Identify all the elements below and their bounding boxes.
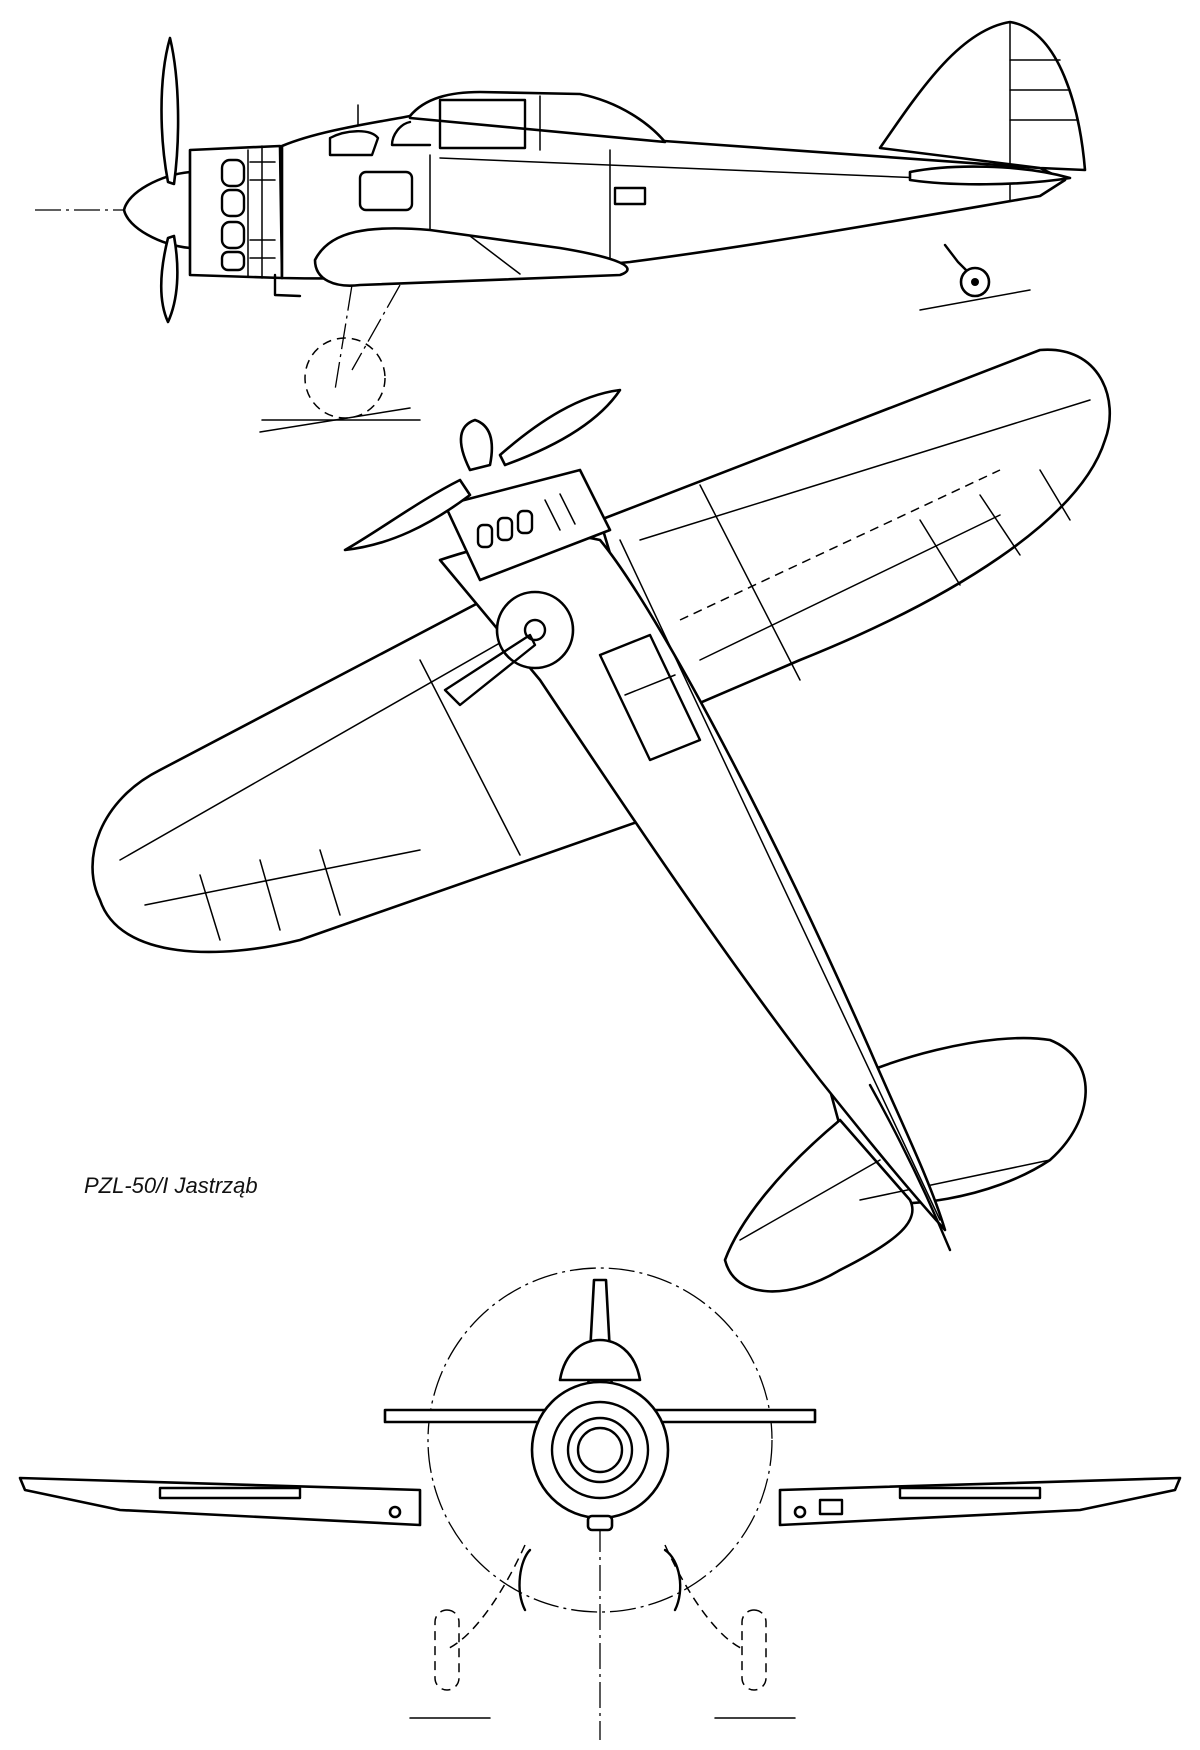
side-tailwheel-strut: [943, 243, 970, 274]
plan-cowling-port: [516, 509, 534, 535]
side-cowling-port: [220, 188, 246, 218]
side-propeller-upper-blade: [160, 36, 180, 186]
plan-right-wing-spar: [639, 399, 1091, 541]
side-canopy-window: [438, 98, 527, 150]
plan-left-wing-rib: [199, 874, 221, 941]
plan-left-wing-spar: [119, 619, 541, 861]
front-left-wing: [18, 1476, 422, 1527]
plan-gear-leg: [443, 633, 537, 707]
side-ground-line-tilted: [259, 407, 411, 433]
front-propeller-disc: [427, 1267, 773, 1613]
plan-exhaust-stack: [544, 499, 561, 531]
side-cowling-port: [220, 158, 246, 188]
plan-left-wing-rib: [319, 849, 341, 916]
plan-fuselage: [438, 534, 947, 1232]
front-left-aileron: [158, 1486, 302, 1500]
front-cowling-inner-ring: [550, 1400, 650, 1500]
plan-wheel-hub: [523, 618, 547, 642]
side-view: [35, 20, 1087, 433]
side-cowling-port: [220, 250, 246, 272]
side-vertical-fin: [878, 20, 1087, 172]
side-main-gear-centerline-2: [351, 284, 401, 371]
side-cowling-port: [220, 220, 246, 250]
front-oil-cooler: [586, 1514, 614, 1532]
plan-right-wing-rib: [1039, 469, 1071, 521]
plan-cockpit: [598, 633, 702, 762]
side-main-wheel-outline: [304, 337, 386, 419]
side-tailwheel-hub: [971, 278, 979, 286]
plan-right-wing: [598, 348, 1112, 722]
front-right-main-wheel: [741, 1609, 767, 1691]
front-spinner-outer: [566, 1416, 634, 1484]
side-oil-cooler: [273, 273, 302, 298]
front-left-retraction-arc: [444, 1544, 526, 1651]
side-windscreen: [390, 120, 432, 147]
plan-elevator-hinge: [859, 1159, 1051, 1201]
plan-left-tailplane: [723, 1118, 914, 1293]
front-left-wing-light: [388, 1505, 402, 1519]
plan-cockpit-frame: [624, 674, 676, 696]
front-left-gear-arrow: [518, 1548, 532, 1612]
front-canopy: [558, 1338, 642, 1382]
plan-cowling-port: [476, 523, 494, 549]
side-tailwheel-ground-line: [919, 289, 1031, 311]
side-small-hatch: [613, 186, 647, 206]
side-spinner: [122, 170, 192, 250]
caption: PZL-50/I Jastrząb: [84, 1173, 258, 1198]
plan-right-wing-rib: [919, 519, 961, 586]
plan-spinner: [459, 418, 494, 472]
plan-fin-edge: [868, 1083, 952, 1252]
plan-right-wing-rib: [979, 494, 1021, 556]
front-right-wing: [778, 1476, 1182, 1527]
plan-fuselage-spine: [619, 539, 941, 1221]
front-left-main-wheel: [434, 1609, 460, 1691]
plan-exhaust-stack: [559, 493, 576, 525]
front-right-aileron: [898, 1486, 1042, 1500]
side-canopy: [408, 90, 667, 144]
side-gun-trough: [328, 130, 380, 157]
plan-engine-cowling: [443, 468, 612, 582]
plan-right-wing-rib: [699, 484, 801, 681]
side-horizontal-stabilizer: [908, 165, 1072, 186]
plan-right-aileron-line: [699, 514, 1001, 661]
plan-left-aileron-line: [144, 849, 421, 906]
side-wing-flap-line: [469, 235, 521, 275]
plan-cowling-port: [496, 516, 514, 542]
plan-propeller-lower-blade: [343, 478, 472, 552]
plan-view: [91, 348, 1112, 1293]
plan-elevator-hinge-2: [739, 1159, 881, 1241]
side-wing-root-fillet: [313, 227, 629, 287]
plan-left-wing-rib: [419, 659, 521, 856]
side-propeller-lower-blade: [159, 234, 179, 324]
front-right-gear-arrow: [663, 1548, 682, 1612]
plan-propeller-upper-blade: [498, 388, 622, 467]
front-right-wing-marker: [818, 1498, 844, 1516]
front-spinner: [576, 1426, 624, 1474]
side-access-panel: [358, 170, 414, 212]
front-view: [18, 1267, 1182, 1740]
front-right-wing-light: [793, 1505, 807, 1519]
plan-left-wing-rib: [259, 859, 281, 931]
plan-wheel-well: [495, 590, 575, 670]
front-right-retraction-arc: [664, 1544, 746, 1651]
